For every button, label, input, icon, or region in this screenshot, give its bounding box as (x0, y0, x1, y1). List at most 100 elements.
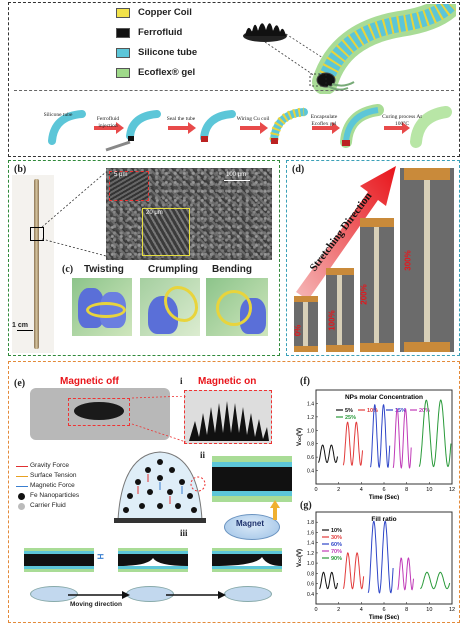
legend-label: 70% (331, 549, 342, 555)
chart-title: Fill ratio (371, 516, 396, 523)
magnet-label: Magnet (236, 519, 264, 528)
magnet (224, 514, 280, 540)
y-tick-label: 1.4 (307, 541, 314, 547)
y-tick-label: 1.0 (307, 428, 314, 434)
y-tick-label: 1.0 (307, 561, 314, 567)
legend-label: 10% (367, 408, 378, 414)
x-tick-label: 6 (382, 487, 385, 493)
panel-label-d: (d) (292, 164, 305, 175)
x-tick-label: 6 (382, 607, 385, 613)
moving-direction-label: Moving direction (70, 601, 122, 608)
legend-label: 90% (331, 556, 342, 562)
x-tick-label: 0 (314, 487, 317, 493)
panel-label-e: (e) (14, 378, 26, 389)
sem-scale-20um: 20 μm (146, 210, 163, 216)
legend-label: Copper Coil (138, 7, 192, 18)
y-tick-label: 0.8 (307, 571, 314, 577)
step-label: Encapsulate Ecoflex gel (310, 114, 338, 127)
x-tick-label: 4 (360, 607, 363, 613)
y-tick-label: 0.4 (307, 469, 314, 475)
crumpling-photo (140, 278, 200, 336)
swatch-ferrofluid (116, 28, 130, 38)
step-label: Wiring Cu coil (236, 116, 270, 122)
strain-label: 200% (359, 284, 369, 305)
panel-label-c: (c) (62, 264, 74, 275)
panel-label-g: (g) (300, 500, 312, 511)
force-label: Fe Nanoparticles (30, 492, 80, 499)
panel-d (286, 160, 460, 356)
strain-label: 100% (327, 310, 337, 331)
series-line (392, 408, 412, 469)
sub-label-iii: iii (180, 528, 188, 538)
legend-label: Silicone tube (138, 47, 198, 58)
strain-200 (360, 218, 394, 352)
sem-image: 5 μm 100 μm 20 μm (106, 168, 272, 260)
sem-scale-5um: 5 μm (114, 172, 128, 178)
legend-label: 25% (345, 415, 356, 421)
zoom-lines-e (131, 396, 187, 443)
y-tick-label: 1.2 (307, 551, 314, 557)
x-tick-label: 8 (405, 487, 408, 493)
moving-arrows (68, 591, 226, 599)
strain-300 (400, 168, 454, 352)
legend-label: 5% (345, 408, 353, 414)
y-tick-label: 0.6 (307, 455, 314, 461)
step-label: Seal the tube (166, 116, 196, 122)
magnetic-off-image (30, 388, 170, 440)
strain-label: 300% (403, 250, 413, 271)
cord-photo (12, 175, 54, 353)
series-line (318, 444, 338, 464)
legend-label: 10% (331, 528, 342, 534)
layer-cross-section (212, 456, 292, 502)
process-steps (48, 104, 452, 152)
magnetic-off-label: Magnetic off (60, 376, 119, 387)
y-tick-label: 1.4 (307, 401, 314, 407)
x-tick-label: 10 (426, 487, 432, 493)
y-tick-label: 0.4 (307, 592, 314, 598)
x-tick-label: 2 (337, 607, 340, 613)
label-crumpling: Crumpling (148, 264, 198, 275)
y-axis-label: VOC(V) (297, 549, 303, 567)
twisting-photo (72, 278, 132, 336)
label-bending: Bending (212, 264, 252, 275)
panel-a (8, 2, 460, 157)
swatch-ecoflex (116, 68, 130, 78)
field-label: H (96, 553, 106, 560)
y-tick-label: 1.6 (307, 530, 314, 536)
strain-100 (326, 268, 354, 352)
panel-bc (8, 160, 280, 356)
strain-label: 0% (293, 324, 303, 337)
y-tick-label: 1.2 (307, 415, 314, 421)
force-label: Gravity Force (30, 462, 70, 469)
legend-label: 15% (395, 408, 406, 414)
stretch-arrow (296, 166, 396, 300)
series-line (369, 404, 391, 469)
panel-label-f: (f) (300, 376, 310, 387)
legend-label: Ecoflex® gel (138, 67, 196, 78)
x-tick-label: 10 (426, 607, 432, 613)
sub-label-ii: ii (200, 450, 206, 460)
bending-photo (206, 278, 268, 336)
step-label: Silicone tube (43, 112, 73, 118)
legend-label: 30% (331, 535, 342, 541)
x-tick-label: 12 (449, 487, 455, 493)
x-axis-label: Time (Sec) (369, 495, 399, 500)
series-line (397, 557, 414, 591)
x-tick-label: 2 (337, 487, 340, 493)
series-line (319, 571, 338, 590)
series-line (420, 571, 451, 590)
magnetic-on-image (184, 390, 272, 444)
sem-scale-100um: 100 μm (226, 172, 247, 178)
series-line (342, 421, 363, 466)
force-label: Magnetic Force (30, 482, 75, 489)
zoom-lines-b (41, 171, 107, 257)
magnet-up-arrow (270, 500, 280, 520)
step-label: Ferrofluid injection (96, 116, 120, 129)
y-tick-label: 0.8 (307, 442, 314, 448)
series-line (418, 399, 452, 468)
x-axis-label: Time (Sec) (369, 615, 399, 620)
panel-label-b: (b) (14, 164, 27, 175)
y-tick-label: 1.8 (307, 520, 314, 526)
